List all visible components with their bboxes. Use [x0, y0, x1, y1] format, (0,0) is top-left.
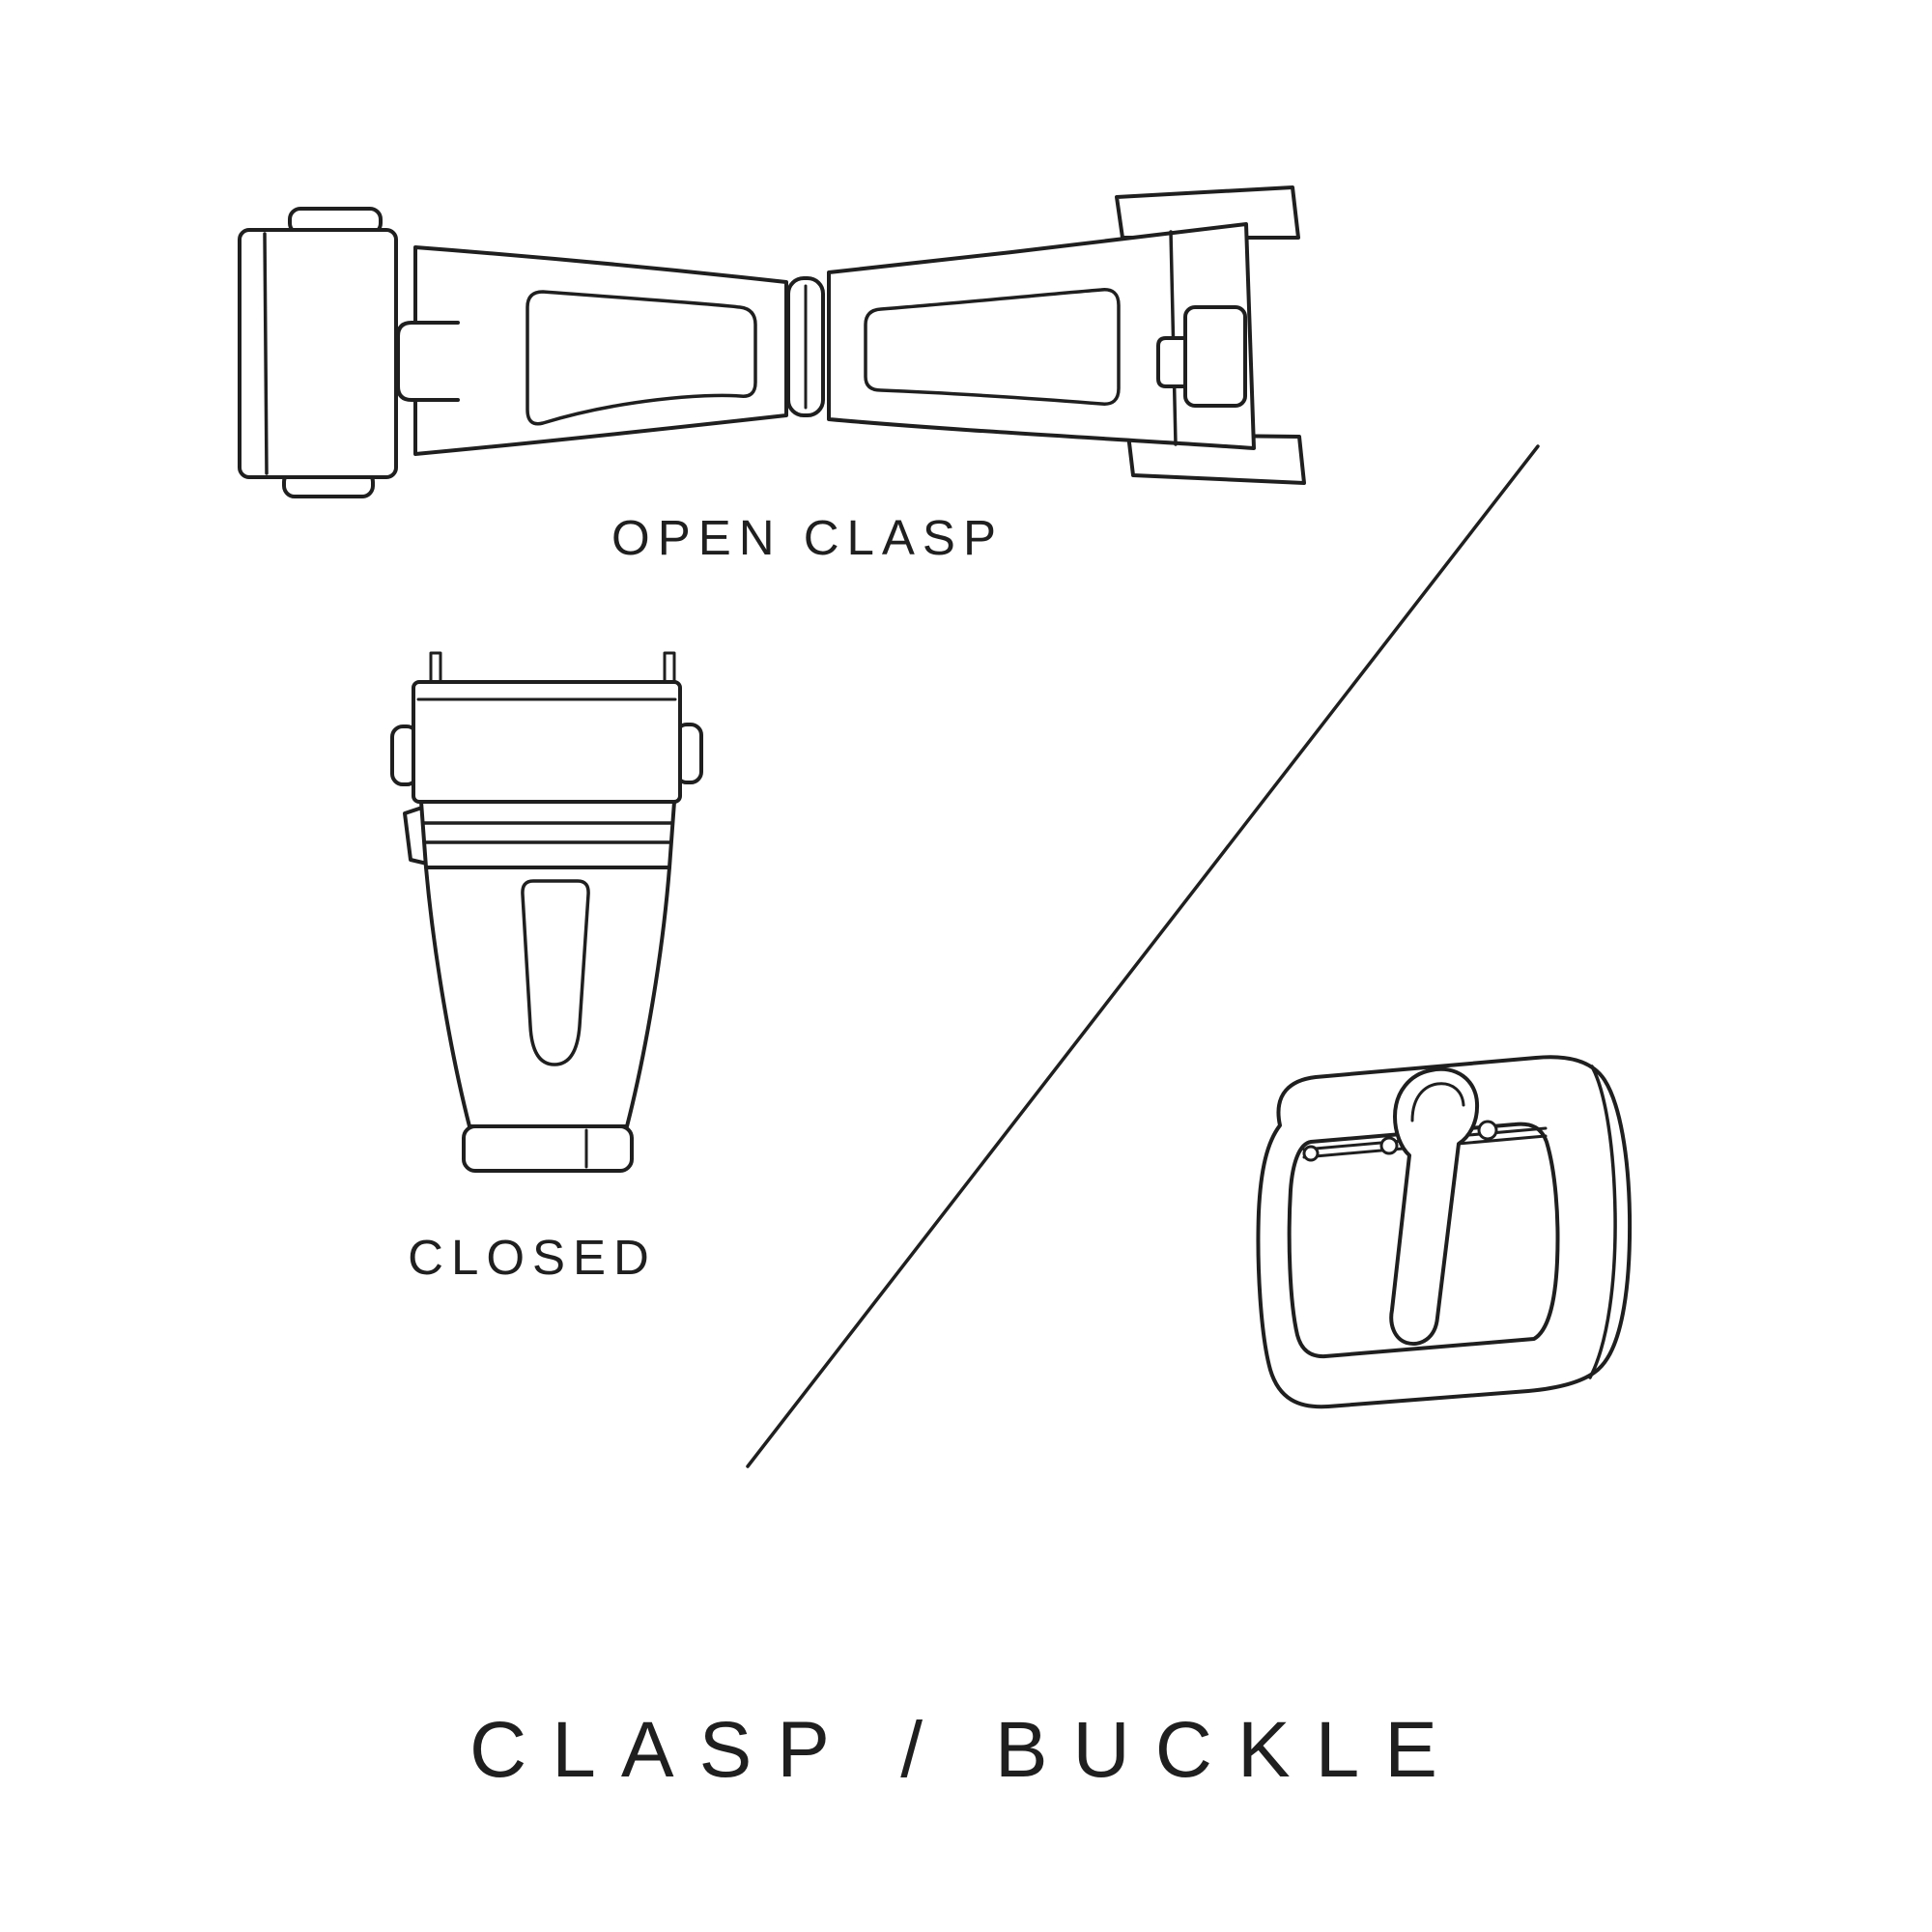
- open-clasp-end-block: [238, 228, 398, 479]
- open-clasp-catch-tab: [1156, 336, 1187, 388]
- open-clasp-right-cutout: [864, 288, 1121, 406]
- open-clasp-catch-slot: [1183, 305, 1247, 408]
- buckle-bar-ring-right: [1477, 1120, 1498, 1141]
- divider-line: [746, 444, 1540, 1468]
- closed-clasp-slot: [521, 879, 590, 1066]
- closed-clasp-label: CLOSED: [408, 1230, 657, 1285]
- buckle-tongue: [1389, 1066, 1480, 1346]
- buckle-bar-ring-left: [1379, 1136, 1399, 1155]
- closed-clasp-end-piece: [462, 1124, 634, 1173]
- open-clasp-end-block-fold-line: [263, 232, 269, 475]
- buckle-bar-end-cap: [1302, 1145, 1320, 1162]
- diagram-title: CLASP / BUCKLE: [469, 1706, 1463, 1794]
- closed-clasp-body: [424, 866, 671, 1128]
- closed-clasp-illustration: [390, 651, 703, 1173]
- buckle-tongue-loop-line: [1410, 1082, 1465, 1122]
- open-clasp-left-cutout: [526, 290, 757, 426]
- open-clasp-catch-bracket: [396, 321, 460, 402]
- open-clasp-left-arm: [413, 245, 788, 456]
- closed-clasp-fold-section: [419, 800, 676, 869]
- open-clasp-label: OPEN CLASP: [611, 510, 1004, 565]
- open-clasp-illustration: [238, 185, 1306, 498]
- tang-buckle-illustration: [1256, 1055, 1633, 1409]
- buckle-right-contour: [1588, 1065, 1617, 1379]
